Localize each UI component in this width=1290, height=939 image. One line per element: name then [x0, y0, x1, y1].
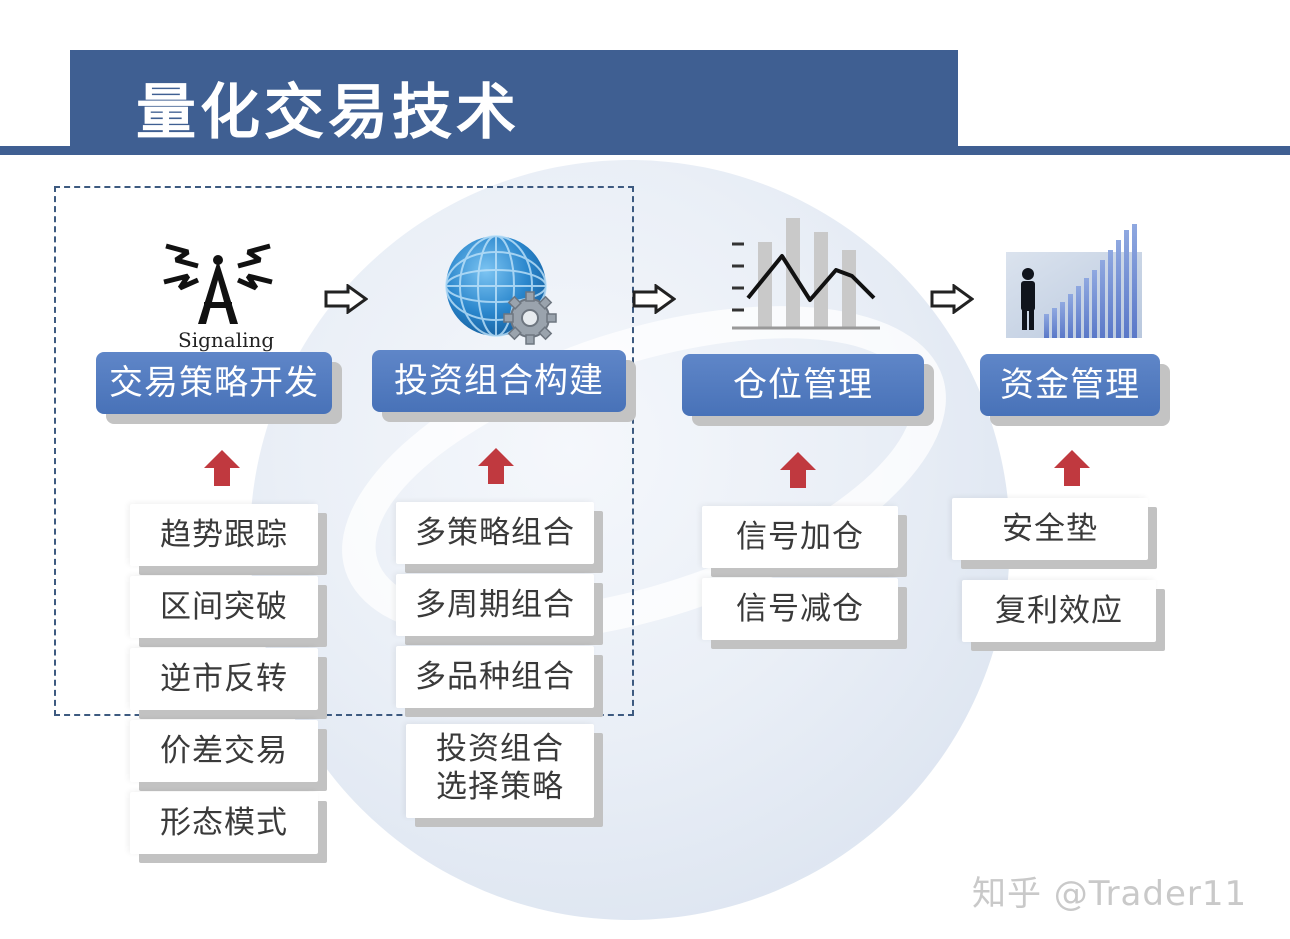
right-arrow-icon [930, 283, 975, 315]
header-position-management: 仓位管理 [682, 354, 924, 416]
watermark: 知乎 @Trader11 [972, 874, 1248, 914]
strategy-item: 区间突破 [130, 576, 318, 638]
header-capital-management: 资金管理 [980, 354, 1160, 416]
portfolio-item: 多周期组合 [396, 574, 594, 636]
page-title: 量化交易技术 [136, 78, 520, 148]
strategy-item: 逆市反转 [130, 648, 318, 710]
position-item: 信号减仓 [702, 578, 898, 640]
globe-gear-icon [436, 232, 562, 346]
right-arrow-icon [632, 283, 677, 315]
strategy-item: 趋势跟踪 [130, 504, 318, 566]
portfolio-item-multiline: 投资组合 选择策略 [406, 724, 594, 818]
capital-item: 安全垫 [952, 498, 1148, 560]
position-item: 信号加仓 [702, 506, 898, 568]
up-arrow-icon [1052, 448, 1092, 488]
header-portfolio-construction: 投资组合构建 [372, 350, 626, 412]
title-underline [0, 146, 1290, 155]
bar-line-chart-icon [728, 214, 884, 334]
portfolio-item-line: 投资组合 [436, 731, 564, 767]
signal-tower-icon [158, 232, 278, 332]
strategy-item: 价差交易 [130, 720, 318, 782]
header-strategy-development: 交易策略开发 [96, 352, 332, 414]
title-bar: 量化交易技术 [70, 50, 958, 148]
capital-item: 复利效应 [962, 580, 1156, 642]
dashed-group-box [54, 186, 634, 716]
portfolio-item-line: 选择策略 [436, 769, 564, 805]
up-arrow-icon [202, 448, 242, 488]
up-arrow-icon [476, 446, 516, 486]
signaling-caption: Signaling [178, 328, 275, 352]
right-arrow-icon [324, 283, 369, 315]
portfolio-item: 多策略组合 [396, 502, 594, 564]
portfolio-item: 多品种组合 [396, 646, 594, 708]
strategy-item: 形态模式 [130, 792, 318, 854]
businessman-growth-icon [1006, 222, 1142, 338]
up-arrow-icon [778, 450, 818, 490]
